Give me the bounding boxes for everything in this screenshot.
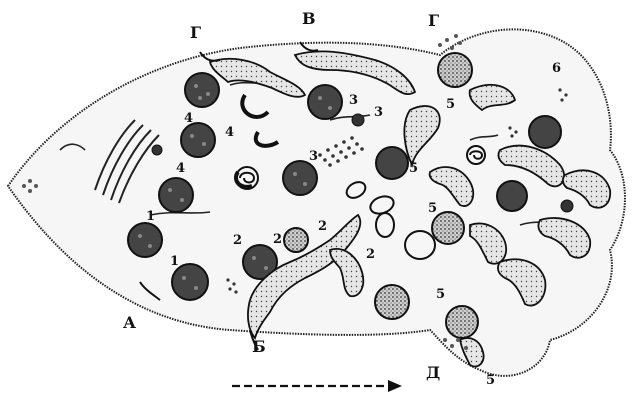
stage-number: 6 [552,61,561,76]
label-d: Д [426,363,440,382]
stage-number: 5 [428,201,437,216]
stage-number: 1 [170,254,179,269]
label-b: Б [252,337,266,356]
stage-number: 2 [318,219,327,234]
stage-number: 4 [184,111,193,126]
label-v: В [302,9,316,28]
direction-arrow [232,380,402,392]
stage-number: 5 [436,287,445,302]
stage-number: 5 [409,161,418,176]
label-g-left: Г [190,23,201,42]
stage-number: 3 [349,93,358,108]
stage-number: 2 [233,233,242,248]
stage-number: 5 [486,373,495,388]
stage-number: 3 [374,105,383,120]
label-g-right: Г [428,11,439,30]
stage-number: 3 [309,149,318,164]
stage-number: 2 [273,232,282,247]
stage-number: 4 [176,161,185,176]
label-a: А [123,313,136,332]
stage-number: 4 [225,125,234,140]
stage-number: 5 [446,97,455,112]
stage-number: 1 [146,209,155,224]
cell-membrane [8,29,625,376]
stage-number: 2 [366,247,375,262]
